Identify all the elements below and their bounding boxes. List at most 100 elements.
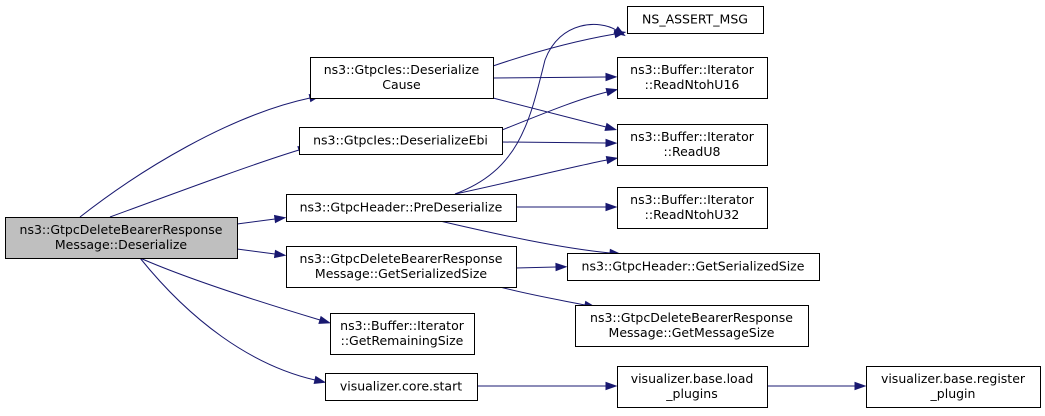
edge-line [236,248,276,255]
node-box[interactable] [617,124,768,166]
edge-loadPlugins-to-registerPlugin [767,381,867,391]
node-label: ns3::Buffer::Iterator [340,318,465,333]
edge-arrowhead [273,214,287,224]
node-box[interactable] [286,194,517,222]
edge-line [492,76,607,79]
node-label: visualizer.base.load [631,371,754,386]
nodes-layer: ns3::GtpcDeleteBearerResponseMessage::De… [5,6,1041,408]
node-desEbi[interactable]: ns3::GtpcIes::DeserializeEbi [299,127,503,155]
node-label: ns3::GtpcIes::DeserializeEbi [313,133,488,148]
node-nsAssert[interactable]: NS_ASSERT_MSG [627,6,764,34]
edge-root-to-preDes [236,214,287,225]
node-label: ns3::GtpcDeleteBearerResponse [590,310,793,325]
node-label: ns3::Buffer::Iterator [630,192,755,207]
node-box[interactable] [567,253,820,281]
node-box[interactable] [5,217,238,259]
edge-desCause-to-readU16 [492,72,618,82]
node-label: ns3::GtpcDeleteBearerResponse [20,222,223,237]
node-box[interactable] [617,187,768,229]
node-label: Message::GetMessageSize [609,325,775,340]
node-box[interactable] [325,373,478,401]
node-registerPlugin[interactable]: visualizer.base.register_plugin [866,366,1041,408]
node-box[interactable] [310,57,494,99]
edge-arrowhead [605,155,619,165]
edge-preDes-to-nsAssert [454,24,626,195]
edge-line [454,159,608,195]
node-box[interactable] [575,305,809,347]
edge-line [439,220,611,254]
node-label: Message::Deserialize [55,237,188,252]
edge-arrowhead [605,202,618,212]
node-label: ns3::GtpcHeader::PreDeserialize [300,200,503,215]
edge-arrowhead [854,381,867,391]
node-label: ns3::Buffer::Iterator [630,129,755,144]
edge-line [139,257,321,321]
edge-vizStart-to-loadPlugins [477,381,618,391]
edge-preDes-to-readU32 [516,202,618,212]
edge-line [501,141,607,144]
node-box[interactable] [330,313,475,355]
edge-line [109,149,300,218]
edge-desCause-to-nsAssert [492,29,627,67]
edge-line [79,97,311,218]
edge-line [499,286,586,306]
node-vizStart[interactable]: visualizer.core.start [325,373,478,401]
node-box[interactable] [286,246,517,288]
edge-root-to-getSerSize [236,248,287,259]
node-label: visualizer.core.start [340,379,462,394]
node-label: _plugin [930,386,976,401]
edge-line [501,91,608,131]
node-label: ns3::GtpcDeleteBearerResponse [300,251,503,266]
node-label: ::GetRemainingSize [341,333,464,348]
node-box[interactable] [299,127,503,155]
node-hdrSerSize[interactable]: ns3::GtpcHeader::GetSerializedSize [567,253,820,281]
node-label: ::ReadNtohU16 [645,77,740,92]
node-label: Message::GetSerializedSize [315,266,487,281]
edge-arrowhead [605,72,618,82]
edge-arrowhead [555,262,568,272]
edge-root-to-desCause [79,93,322,218]
node-readU16[interactable]: ns3::Buffer::Iterator::ReadNtohU16 [617,57,768,99]
edge-desCause-to-readU8 [492,97,618,131]
node-label: ns3::GtpcHeader::GetSerializedSize [582,259,805,274]
edge-line [139,257,316,381]
edge-arrowhead [605,381,618,391]
node-box[interactable] [866,366,1041,408]
edge-arrowhead [605,138,618,148]
node-root[interactable]: ns3::GtpcDeleteBearerResponseMessage::De… [5,217,238,259]
edge-line [492,97,607,128]
edge-arrowhead [605,88,619,97]
edge-arrowhead [604,122,618,131]
node-box[interactable] [617,366,768,408]
node-msgSize[interactable]: ns3::GtpcDeleteBearerResponseMessage::Ge… [575,305,809,347]
node-label: ns3::GtpcIes::Deserialize [324,62,480,77]
edge-root-to-vizStart [139,257,327,384]
edge-arrowhead [313,375,327,384]
node-label: ns3::Buffer::Iterator [630,62,755,77]
node-label: Cause [382,77,421,92]
edge-arrowhead [273,249,287,259]
node-readU32[interactable]: ns3::Buffer::Iterator::ReadNtohU32 [617,187,768,229]
edge-line [454,24,617,195]
node-label: ::ReadU8 [664,144,721,159]
edge-root-to-desEbi [109,146,311,218]
node-label: visualizer.base.register [881,371,1026,386]
node-getRemaining[interactable]: ns3::Buffer::Iterator::GetRemainingSize [330,313,475,355]
node-box[interactable] [627,6,764,34]
edge-preDes-to-readU8 [454,155,619,195]
node-label: NS_ASSERT_MSG [642,12,748,27]
node-label: _plugins [665,386,717,401]
edge-arrowhead [613,26,626,37]
edge-root-to-getRemaining [139,257,332,324]
node-loadPlugins[interactable]: visualizer.base.load_plugins [617,366,768,408]
node-label: ::ReadNtohU32 [645,207,740,222]
edge-line [492,33,616,67]
edge-desEbi-to-readU8 [501,138,618,148]
edge-desEbi-to-readU16 [501,88,619,131]
edge-line [515,266,557,269]
node-preDes[interactable]: ns3::GtpcHeader::PreDeserialize [286,194,517,222]
node-readU8[interactable]: ns3::Buffer::Iterator::ReadU8 [617,124,768,166]
node-box[interactable] [617,57,768,99]
node-getSerSize[interactable]: ns3::GtpcDeleteBearerResponseMessage::Ge… [286,246,517,288]
